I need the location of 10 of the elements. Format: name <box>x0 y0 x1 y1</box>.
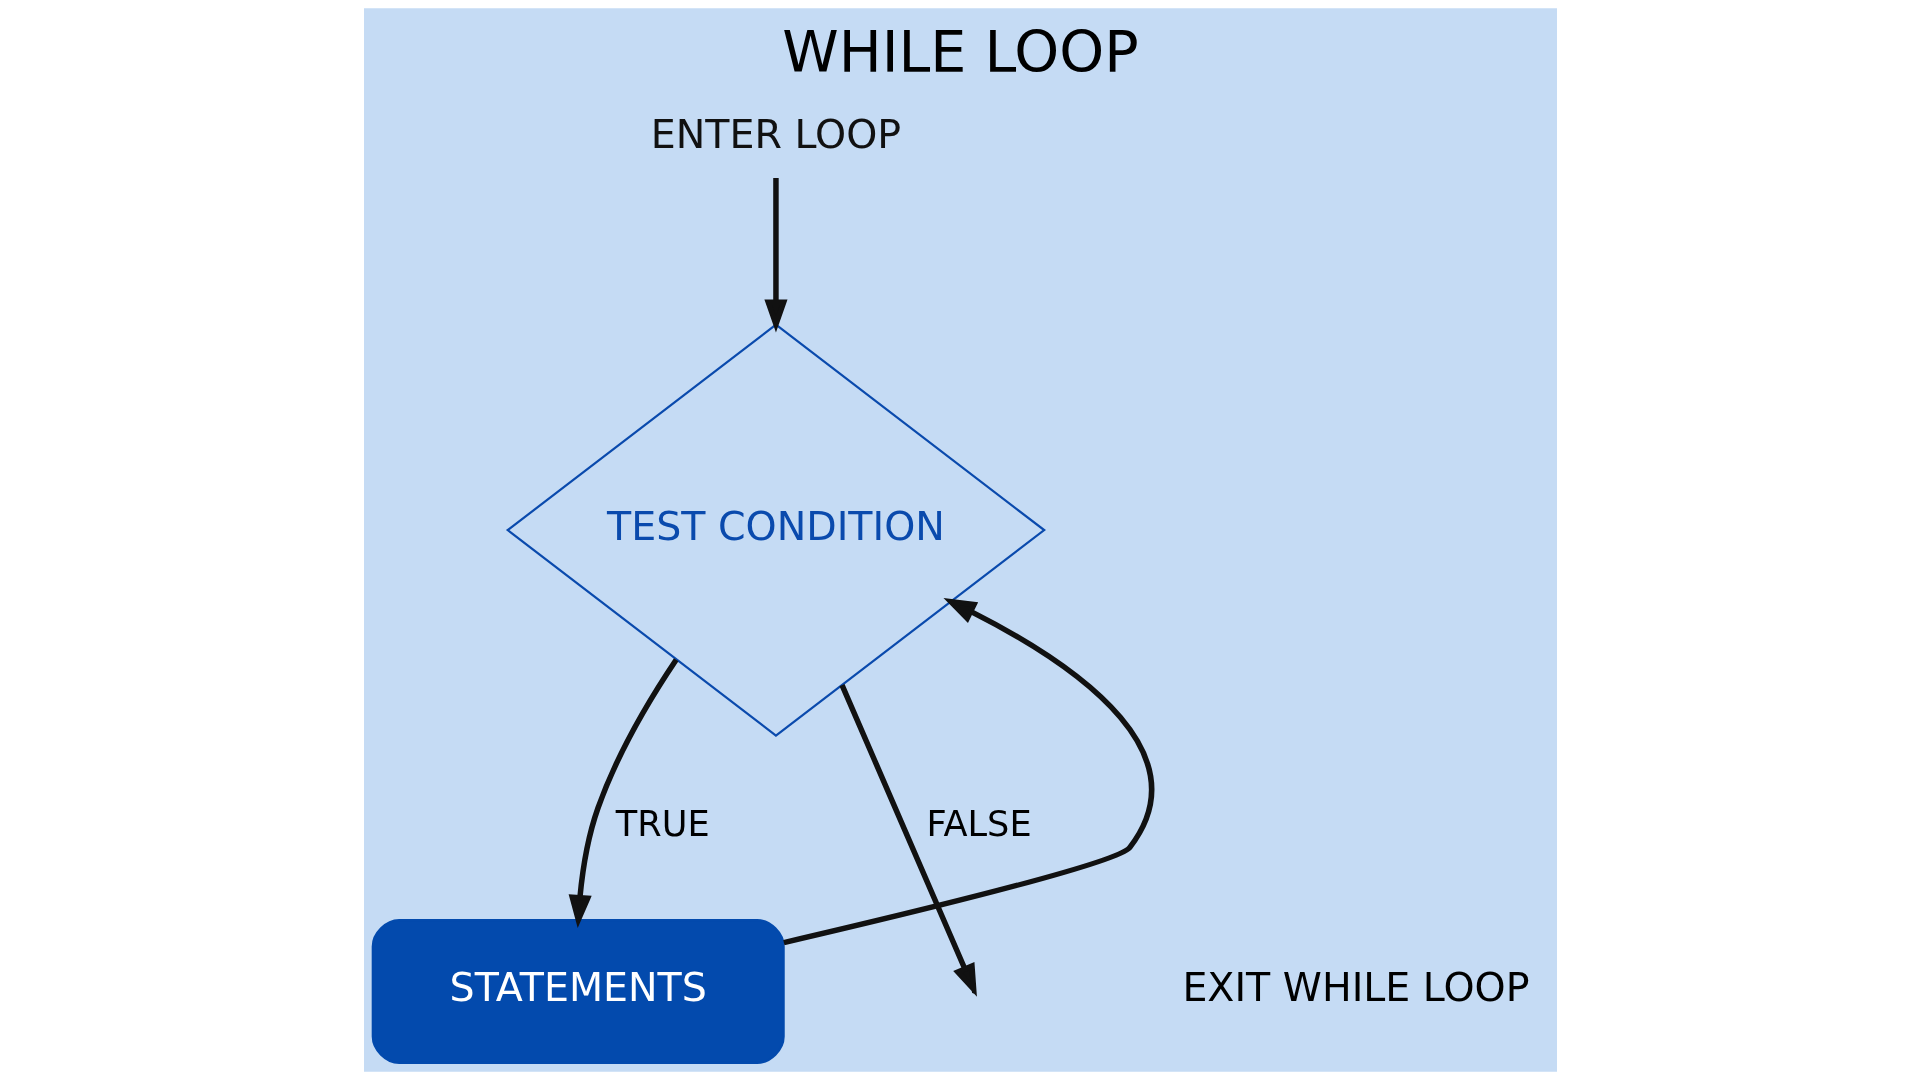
node-text: ENTER LOOP <box>650 110 901 157</box>
node-diamond: TEST CONDITION <box>505 323 1046 737</box>
node-box: STATEMENTS <box>371 919 785 1064</box>
edge-label: FALSE <box>926 803 1032 845</box>
edge-label: TRUE <box>615 803 710 845</box>
arrow <box>782 597 1154 946</box>
arrow <box>763 178 787 333</box>
diagram-title: WHILE LOOP <box>781 18 1139 85</box>
arrow <box>568 658 678 928</box>
label: EXIT WHILE LOOP <box>1181 964 1530 1011</box>
